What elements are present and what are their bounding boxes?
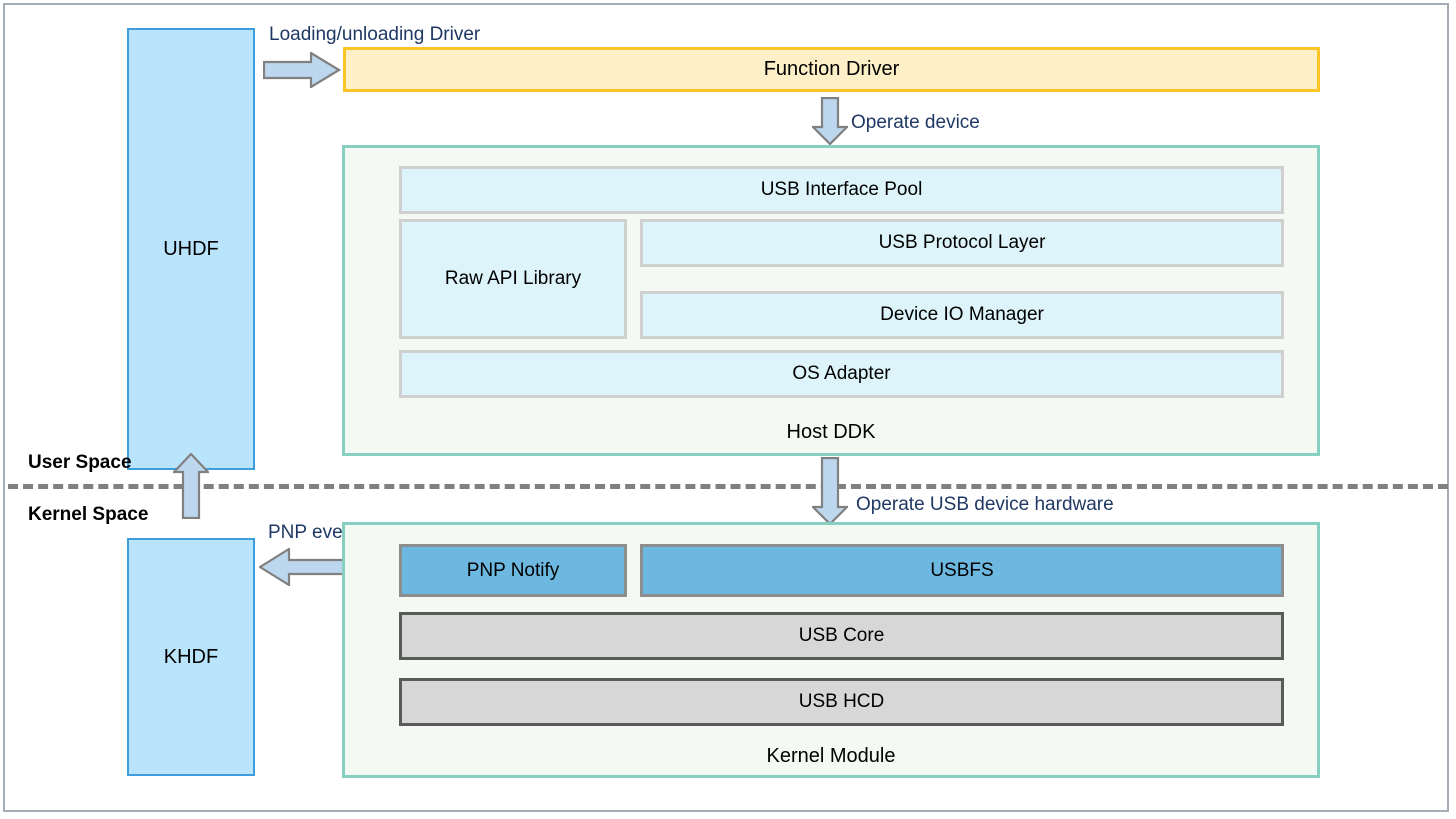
usb-interface-pool-box[interactable]: USB Interface Pool (399, 166, 1284, 214)
pnp-event-label: PNP event (268, 522, 359, 543)
usb-hcd-label: USB HCD (798, 691, 885, 712)
usbfs-label: USBFS (930, 559, 994, 581)
function-driver-box[interactable]: Function Driver (343, 47, 1320, 92)
uhdf-box[interactable]: UHDF (127, 28, 255, 470)
operate-usb-device-hardware-arrow (812, 457, 848, 525)
kernel-space-label: Kernel Space (28, 504, 149, 525)
loading-unloading-driver-label: Loading/unloading Driver (269, 24, 481, 45)
uhdf-label: UHDF (163, 237, 219, 260)
device-io-manager-label: Device IO Manager (880, 304, 1044, 325)
usb-interface-pool-label: USB Interface Pool (760, 179, 923, 200)
user-kernel-divider (8, 484, 1448, 489)
host-ddk-container: USB Interface Pool Raw API Library USB P… (342, 145, 1320, 456)
loading-unloading-driver-arrow (263, 52, 341, 88)
raw-api-library-box[interactable]: Raw API Library (399, 219, 627, 339)
operate-device-arrow (812, 97, 848, 145)
raw-api-library-label: Raw API Library (444, 268, 582, 289)
usb-hcd-box[interactable]: USB HCD (399, 678, 1284, 726)
pnp-notify-label: PNP Notify (466, 559, 560, 581)
usbfs-box[interactable]: USBFS (640, 544, 1284, 597)
os-adapter-label: OS Adapter (792, 363, 891, 384)
operate-usb-device-hardware-label: Operate USB device hardware (856, 494, 1114, 515)
kernel-to-user-arrow (173, 453, 209, 519)
operate-device-label: Operate device (851, 112, 980, 133)
kernel-module-container: PNP Notify USBFS USB Core USB HCD Kernel… (342, 522, 1320, 778)
usb-core-label: USB Core (798, 625, 885, 646)
usb-protocol-layer-label: USB Protocol Layer (878, 232, 1046, 253)
khdf-label: KHDF (163, 645, 219, 668)
khdf-box[interactable]: KHDF (127, 538, 255, 776)
os-adapter-box[interactable]: OS Adapter (399, 350, 1284, 398)
host-ddk-label: Host DDK (786, 421, 876, 443)
usb-protocol-layer-box[interactable]: USB Protocol Layer (640, 219, 1284, 267)
device-io-manager-box[interactable]: Device IO Manager (640, 291, 1284, 339)
user-space-label: User Space (28, 452, 132, 473)
function-driver-label: Function Driver (763, 58, 900, 80)
kernel-module-label: Kernel Module (766, 745, 896, 767)
pnp-notify-box[interactable]: PNP Notify (399, 544, 627, 597)
usb-core-box[interactable]: USB Core (399, 612, 1284, 660)
